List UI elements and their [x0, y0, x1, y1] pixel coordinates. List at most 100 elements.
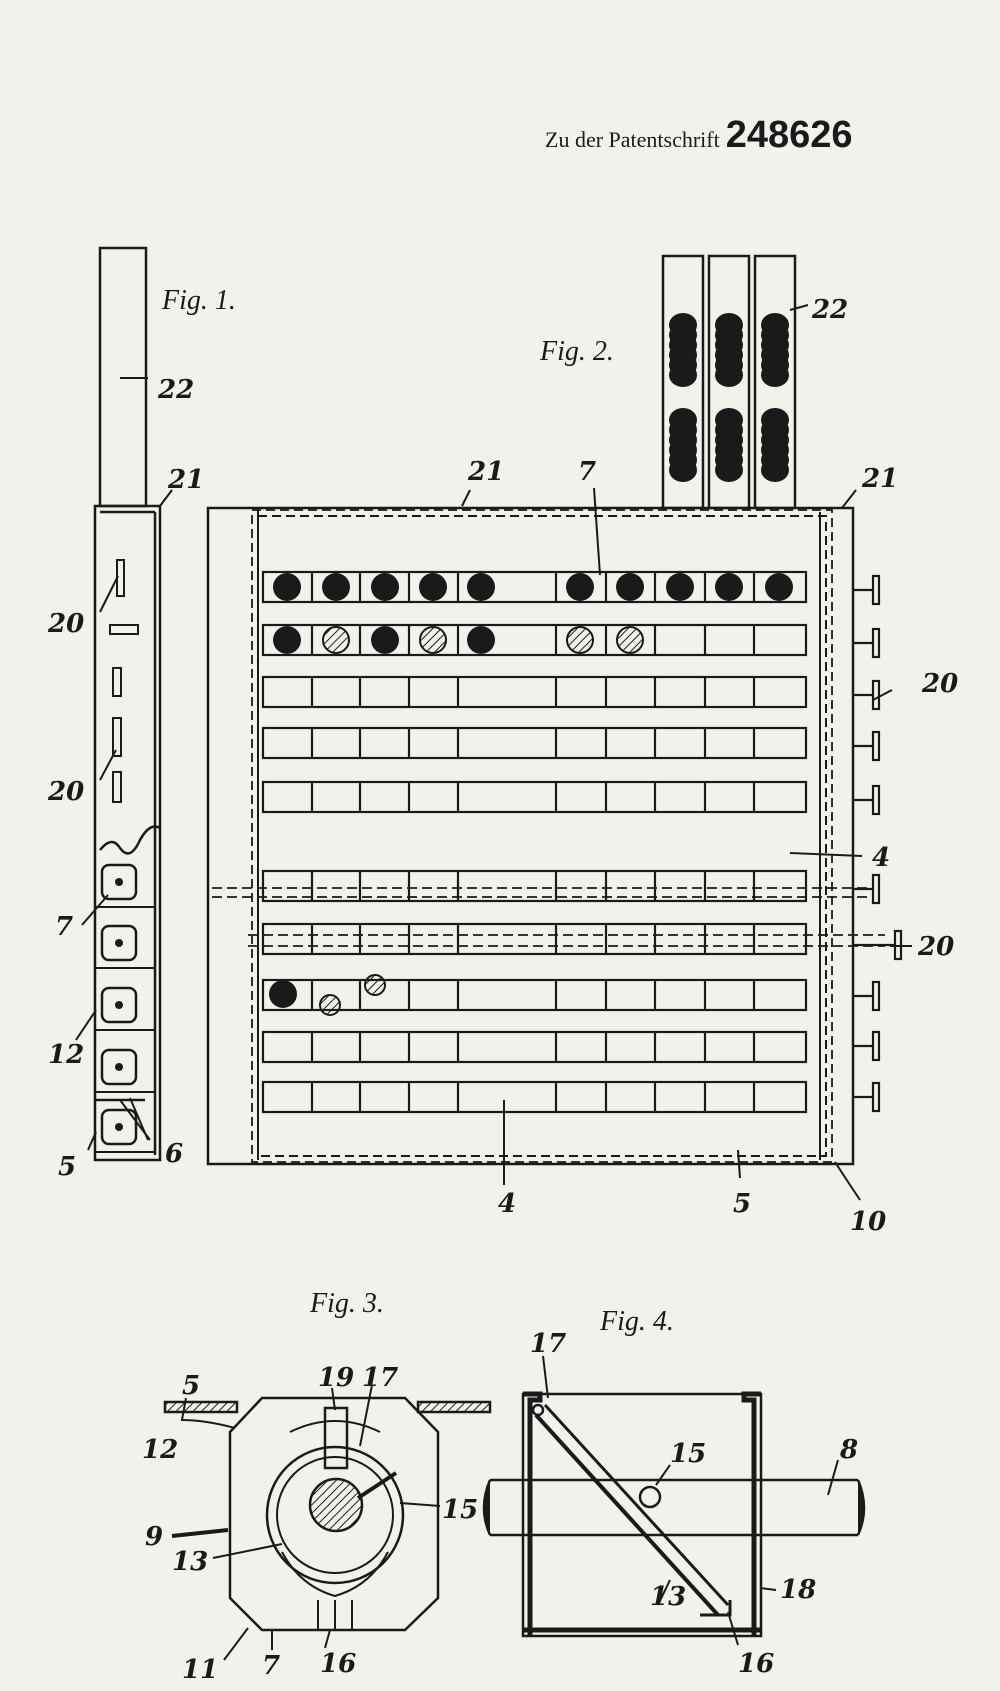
- fig3-plate-right: [416, 1400, 492, 1414]
- fig2-handle-grip: [871, 1081, 881, 1113]
- fig2-handle-grip: [871, 679, 881, 711]
- fig3-drum: [265, 1445, 405, 1585]
- fig1-cartridge: [96, 986, 156, 1031]
- fig2-cartridge-full: [273, 573, 301, 601]
- fig2-handle-grip: [871, 980, 881, 1012]
- fig2-cartridge-full: [566, 573, 594, 601]
- fig2-row-outline: [261, 1030, 808, 1064]
- fig1-cartridge-box: [100, 986, 138, 1024]
- fig2-cartridge-full: [371, 573, 399, 601]
- fig2-cartridge-empty: [319, 994, 341, 1016]
- fig4-label-15: 15: [670, 1439, 706, 1469]
- fig2-row: [261, 922, 808, 956]
- header-prefix: Zu der Patentschrift: [545, 127, 720, 152]
- fig1-cartridge-dot: [115, 1063, 123, 1071]
- fig2-label-21-left: 21: [467, 457, 504, 487]
- fig4-label-16: 16: [738, 1649, 774, 1679]
- fig1-label-12: 12: [48, 1040, 84, 1070]
- fig2-handle-grip: [871, 627, 881, 659]
- fig1-label-20-mid: 20: [47, 777, 84, 807]
- fig1-label-5: 5: [58, 1152, 76, 1182]
- fig2-cell-rows: [261, 570, 808, 1114]
- fig2-cartridge-full: [419, 573, 447, 601]
- fig2-row: [261, 978, 808, 1012]
- figure-4: Fig. 4. 17 15 8 13 18 16: [482, 1306, 866, 1679]
- fig2-cartridge-full: [467, 573, 495, 601]
- fig2-row-outline: [261, 869, 808, 903]
- fig1-cartridge-box: [100, 924, 138, 962]
- fig2-row: [261, 570, 808, 604]
- fig3-pawl: [323, 1406, 349, 1470]
- fig4-axle: [490, 1478, 858, 1537]
- fig3-label-11: 11: [182, 1655, 218, 1685]
- fig2-row: [261, 869, 808, 903]
- fig2-cartridge-full: [371, 626, 399, 654]
- fig1-cartridge-dot: [115, 1001, 123, 1009]
- fig3-housing: [228, 1396, 440, 1632]
- fig3-label-13: 13: [172, 1547, 208, 1577]
- fig2-cartridge-full: [765, 573, 793, 601]
- fig2-row: [261, 726, 808, 760]
- fig2-handle-grip: [871, 574, 881, 606]
- fig2-tube-cartridge: [761, 458, 789, 482]
- fig1-cartridge: [96, 924, 156, 969]
- fig1-cartridge: [96, 1108, 156, 1153]
- fig1-cartridge-box: [100, 1048, 138, 1086]
- fig1-cartridge-dot: [115, 939, 123, 947]
- fig3-ring: [289, 1420, 381, 1433]
- fig2-cartridge-full: [269, 980, 297, 1008]
- fig1-cartridge-dot: [115, 1123, 123, 1131]
- fig1-label-6: 6: [165, 1139, 183, 1169]
- fig2-cartridge-empty: [566, 626, 594, 654]
- fig2-label-5: 5: [733, 1189, 751, 1219]
- fig2-handle-grip: [871, 730, 881, 762]
- fig2-cartridge-empty: [616, 626, 644, 654]
- fig2-title: Fig. 2.: [539, 336, 614, 367]
- fig2-row-outline: [261, 570, 808, 604]
- fig1-cartridge-dot: [115, 878, 123, 886]
- fig1-body: [93, 504, 162, 1162]
- fig1-label-21: 21: [167, 465, 204, 495]
- fig4-label-8: 8: [839, 1435, 858, 1465]
- fig2-frame: [206, 506, 855, 1166]
- fig2-tube-cartridge: [715, 458, 743, 482]
- fig2-row-outline: [261, 1080, 808, 1114]
- fig2-tube-cartridge: [761, 363, 789, 387]
- fig2-tube-cartridge: [715, 363, 743, 387]
- fig2-label-20-top: 20: [921, 669, 958, 699]
- fig3-label-17: 17: [362, 1363, 398, 1393]
- fig3-label-19: 19: [318, 1363, 354, 1393]
- fig1-cartridge-box: [100, 1108, 138, 1146]
- fig2-row-outline: [261, 978, 808, 1012]
- fig3-label-12: 12: [142, 1435, 178, 1465]
- fig4-label-13: 13: [650, 1582, 686, 1612]
- fig2-row: [261, 675, 808, 709]
- fig2-cartridge-full: [715, 573, 743, 601]
- fig2-row: [261, 1030, 808, 1064]
- fig2-row: [261, 1080, 808, 1114]
- fig2-cartridge-full: [467, 626, 495, 654]
- fig4-label-17: 17: [530, 1329, 566, 1359]
- fig2-cartridge-full: [273, 626, 301, 654]
- fig4-title: Fig. 4.: [599, 1306, 674, 1337]
- fig2-cartridge-full: [666, 573, 694, 601]
- fig1-slides: [109, 559, 139, 803]
- fig2-label-7: 7: [578, 457, 596, 487]
- fig2-label-10: 10: [850, 1207, 886, 1237]
- fig1-cartridges: [96, 863, 156, 1153]
- fig2-cartridge-full: [616, 573, 644, 601]
- fig2-row-outline: [261, 780, 808, 814]
- figure-1: Fig. 1. 22 21 20 20 7 12 5 6: [47, 246, 236, 1182]
- fig2-cartridge-full: [322, 573, 350, 601]
- fig2-row-cartridges: [269, 573, 793, 1016]
- fig2-cartridge-empty: [419, 626, 447, 654]
- fig2-row-outline: [261, 922, 808, 956]
- fig2-slide-handles: [853, 574, 903, 1113]
- fig2-row-outline: [261, 623, 808, 657]
- fig2-handle-grip: [871, 1030, 881, 1062]
- fig1-cartridge: [96, 863, 156, 908]
- fig2-row-outline: [261, 726, 808, 760]
- fig2-label-4-bottom: 4: [498, 1189, 516, 1219]
- patent-number: 248626: [725, 114, 853, 156]
- fig2-label-22: 22: [811, 295, 848, 325]
